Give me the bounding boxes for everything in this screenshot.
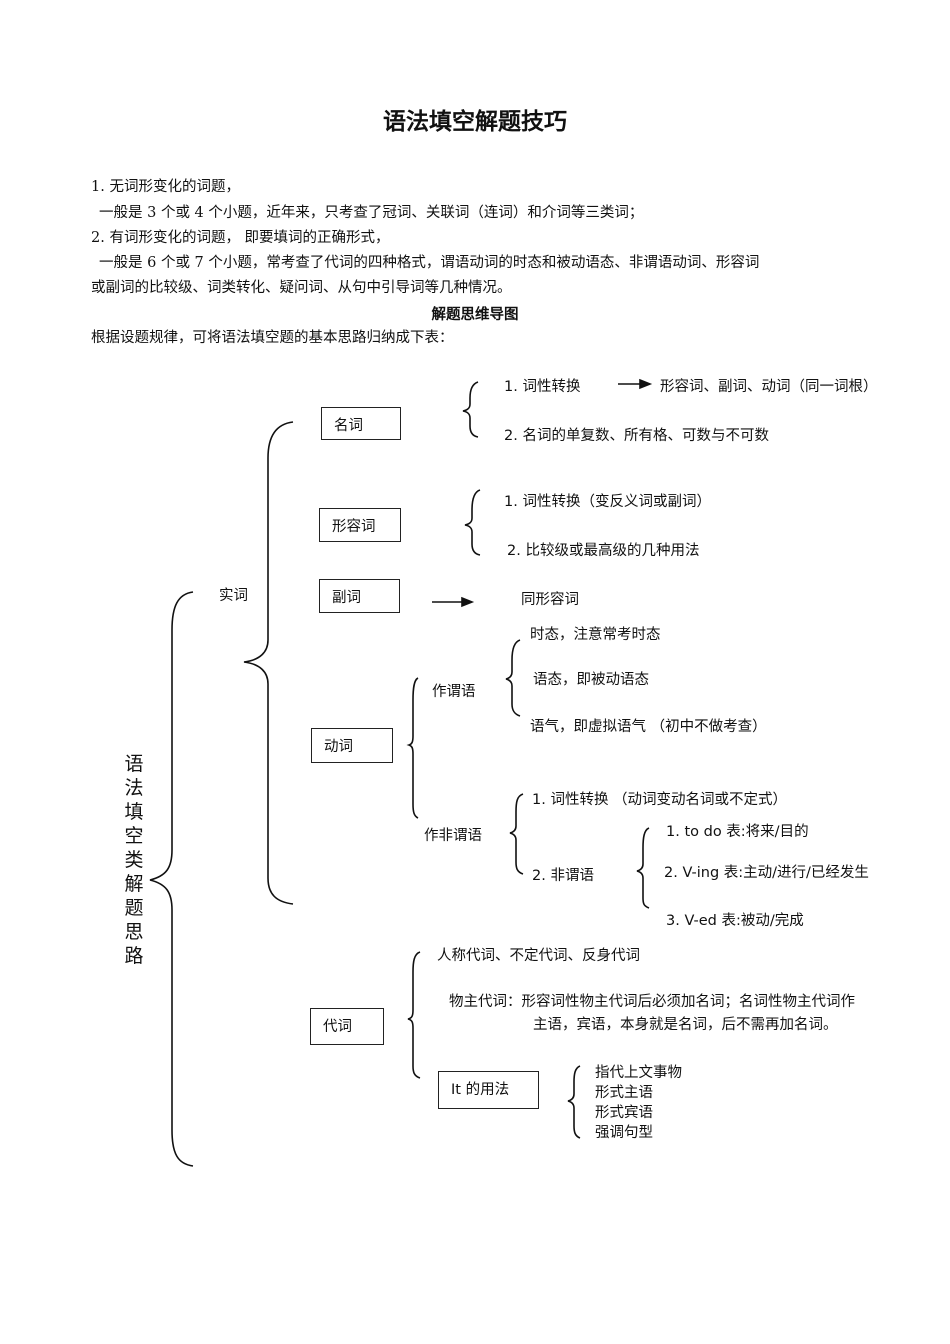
nonfinite-form-to-do: 1. to do 表:将来/目的 bbox=[666, 824, 809, 840]
nonfinite-form-v-ing: 2. V-ing 表:主动/进行/已经发生 bbox=[664, 865, 869, 880]
intro-line-5: 或副词的比较级、词类转化、疑问词、从句中引导词等几种情况。 bbox=[91, 280, 512, 296]
predicate-label: 作谓语 bbox=[432, 684, 476, 700]
pronoun-box: 代词 bbox=[310, 1008, 384, 1045]
predicate-brace bbox=[505, 639, 521, 717]
pronoun-item-2-line-2: 主语，宾语，本身就是名词，后不需再加名词。 bbox=[533, 1017, 838, 1033]
noun-box: 名词 bbox=[321, 407, 401, 440]
pronoun-item-2-line-1: 物主代词：形容词性物主代词后必须加名词；名词性物主代词作 bbox=[449, 994, 855, 1010]
adverb-box: 副词 bbox=[319, 579, 400, 613]
nonpredicate-label: 作非谓语 bbox=[424, 828, 482, 844]
root-label: 语法填空类解题思路 bbox=[124, 753, 144, 967]
adjective-item-2: 2. 比较级或最高级的几种用法 bbox=[507, 543, 700, 559]
noun-item-1: 1. 词性转换 bbox=[504, 379, 581, 395]
noun-item-1-target: 形容词、副词、动词（同一词根） bbox=[660, 379, 878, 395]
it-item-reference: 指代上文事物 bbox=[595, 1065, 682, 1081]
adjective-box: 形容词 bbox=[319, 508, 401, 542]
intro-line-4: 一般是 6 个或 7 个小题，常考查了代词的四种格式，谓语动词的时态和被动语态、… bbox=[99, 255, 760, 271]
adv-arrow-head bbox=[461, 596, 475, 608]
adj-brace bbox=[464, 489, 481, 556]
predicate-item-mood: 语气，即虚拟语气 （初中不做考查） bbox=[530, 719, 767, 734]
root-brace bbox=[149, 591, 194, 1167]
nonpredicate-item-2: 2. 非谓语 bbox=[532, 868, 594, 884]
adverb-target: 同形容词 bbox=[521, 592, 579, 608]
noun-item-2: 2. 名词的单复数、所有格、可数与不可数 bbox=[504, 428, 769, 444]
noun-brace bbox=[462, 381, 479, 438]
predicate-item-tense: 时态，注意常考时态 bbox=[530, 627, 661, 643]
nonfinite-forms-brace bbox=[636, 827, 650, 909]
nonfinite-form-v-ed: 3. V-ed 表:被动/完成 bbox=[666, 913, 804, 929]
pronoun-item-1: 人称代词、不定代词、反身代词 bbox=[437, 948, 640, 964]
intro-line-1: 1. 无词形变化的词题， bbox=[91, 179, 240, 195]
it-brace bbox=[567, 1065, 581, 1139]
noun-arrow-head bbox=[639, 378, 653, 390]
shici-label: 实词 bbox=[219, 588, 248, 604]
it-item-formal-object: 形式宾语 bbox=[595, 1105, 653, 1121]
pronoun-brace bbox=[407, 951, 421, 1079]
intro-line-3: 2. 有词形变化的词题， 即要填词的正确形式， bbox=[91, 230, 390, 246]
shici-brace bbox=[243, 421, 294, 905]
mindmap-subtitle: 解题思维导图 bbox=[431, 306, 519, 323]
verb-brace bbox=[406, 677, 419, 819]
adjective-item-1: 1. 词性转换（变反义词或副词） bbox=[504, 494, 711, 510]
it-item-emphatic: 强调句型 bbox=[595, 1125, 653, 1141]
verb-box: 动词 bbox=[311, 728, 393, 763]
page-title: 语法填空解题技巧 bbox=[383, 108, 567, 135]
it-item-formal-subject: 形式主语 bbox=[595, 1085, 653, 1101]
it-usage-box: It 的用法 bbox=[438, 1071, 539, 1109]
nonpredicate-item-1: 1. 词性转换 （动词变动名词或不定式） bbox=[532, 792, 788, 807]
predicate-item-voice: 语态，即被动语态 bbox=[533, 672, 649, 688]
nonpredicate-brace bbox=[509, 793, 524, 875]
intro-line-2: 一般是 3 个或 4 个小题，近年来，只考查了冠词、关联词（连词）和介词等三类词… bbox=[99, 205, 644, 221]
mindmap-lead: 根据设题规律，可将语法填空题的基本思路归纳成下表： bbox=[91, 330, 454, 346]
